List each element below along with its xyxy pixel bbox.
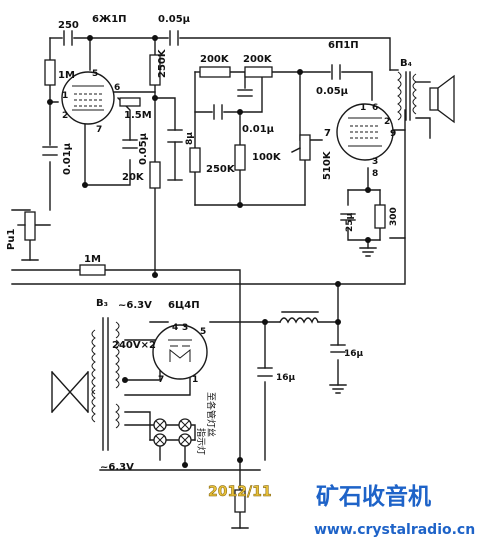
pin-v2-b: 6 bbox=[372, 103, 378, 113]
label-tube-v2: 6П1П bbox=[328, 40, 359, 51]
label-power-transformer: B₃ bbox=[96, 298, 108, 309]
junction-dots bbox=[47, 35, 371, 468]
label-r-grid-v2: 510K bbox=[322, 150, 333, 180]
ground-icon bbox=[21, 179, 377, 529]
label-r-decouple: 20K bbox=[122, 172, 145, 183]
pin-rect-b: 3 bbox=[182, 323, 188, 333]
pin-v2-f: 3 bbox=[372, 157, 378, 167]
label-c-coupling-top: 0.05μ bbox=[158, 14, 191, 25]
watermark: 2012/11 矿石收音机 www.crystalradio.cn bbox=[208, 483, 475, 538]
label-c-tone: 0.01μ bbox=[242, 124, 275, 135]
label-c-coupling-v2: 0.05μ bbox=[316, 86, 349, 97]
label-c-decouple: 8μ bbox=[185, 132, 195, 145]
label-heater-note: 至各管灯丝 bbox=[205, 392, 217, 437]
pin-v2-d: 2 bbox=[384, 117, 390, 127]
tube-v1 bbox=[61, 71, 115, 125]
label-r-tone-b: 200K bbox=[243, 54, 273, 65]
pin-rect-d: 7 bbox=[158, 375, 164, 385]
label-tube-rectifier: 6Ц4П bbox=[168, 300, 200, 311]
wires bbox=[11, 37, 431, 529]
label-heater-bottom: ~6.3V bbox=[100, 462, 134, 473]
tube-rectifier bbox=[152, 324, 208, 380]
pin-v1-d: 2 bbox=[62, 111, 68, 121]
pin-rect-a: 4 bbox=[172, 323, 178, 333]
label-c-input: 250 bbox=[58, 20, 79, 31]
labels: 250 6Ж1П 0.05μ 1M 250K 1.5M 0.01μ 0.05μ … bbox=[6, 14, 412, 473]
label-r-feed: 1M bbox=[84, 254, 101, 265]
pin-rect-c: 5 bbox=[200, 327, 206, 337]
speaker-icon bbox=[429, 74, 455, 124]
label-r-cathode-v2: 300 bbox=[389, 207, 399, 226]
label-r-tone-a: 200K bbox=[200, 54, 230, 65]
pin-v1-c: 6 bbox=[114, 83, 120, 93]
pin-v2-e: 9 bbox=[390, 129, 396, 139]
tube-v2 bbox=[336, 103, 394, 161]
pin-v1-b: 1 bbox=[62, 91, 68, 101]
pin-v2-g: 8 bbox=[372, 169, 378, 179]
label-r-plate-v1: 250K bbox=[157, 48, 168, 78]
watermark-url: www.crystalradio.cn bbox=[314, 522, 475, 538]
label-c-filter-1: 16μ bbox=[344, 349, 364, 359]
label-pilot-lamp: 指示灯 bbox=[195, 428, 207, 455]
label-volume: Pu1 bbox=[6, 229, 17, 250]
pin-v2-c: 7 bbox=[324, 128, 331, 139]
pin-rect-e: 1 bbox=[192, 375, 198, 385]
pin-v1-e: 7 bbox=[96, 125, 102, 135]
label-tube-v1: 6Ж1П bbox=[92, 14, 127, 25]
label-r-tone-d: 100K bbox=[252, 152, 282, 163]
pilot-lamp-icon bbox=[153, 418, 192, 447]
label-c-cathode-v2: 25μ bbox=[345, 212, 355, 232]
label-r-screen-v1: 1.5M bbox=[124, 110, 152, 121]
output-transformer bbox=[397, 71, 417, 121]
watermark-site-name: 矿石收音机 bbox=[316, 483, 431, 510]
pin-v1-a: 5 bbox=[92, 69, 98, 79]
power-transformer bbox=[51, 317, 120, 451]
watermark-date: 2012/11 bbox=[208, 484, 272, 500]
label-hv-secondary: 240V×2 bbox=[112, 340, 156, 351]
label-heater-top: ~6.3V bbox=[118, 300, 152, 311]
label-c-screen-v1: 0.05μ bbox=[138, 132, 149, 165]
components bbox=[17, 30, 386, 513]
label-r-grid-v1: 1M bbox=[58, 70, 75, 81]
label-output-transformer: B₄ bbox=[400, 58, 412, 69]
label-c-cathode-v1: 0.01μ bbox=[62, 142, 73, 175]
label-c-filter-2: 16μ bbox=[276, 373, 296, 383]
label-r-tone-c: 250K bbox=[206, 164, 236, 175]
pin-v2-a: 1 bbox=[360, 103, 366, 113]
